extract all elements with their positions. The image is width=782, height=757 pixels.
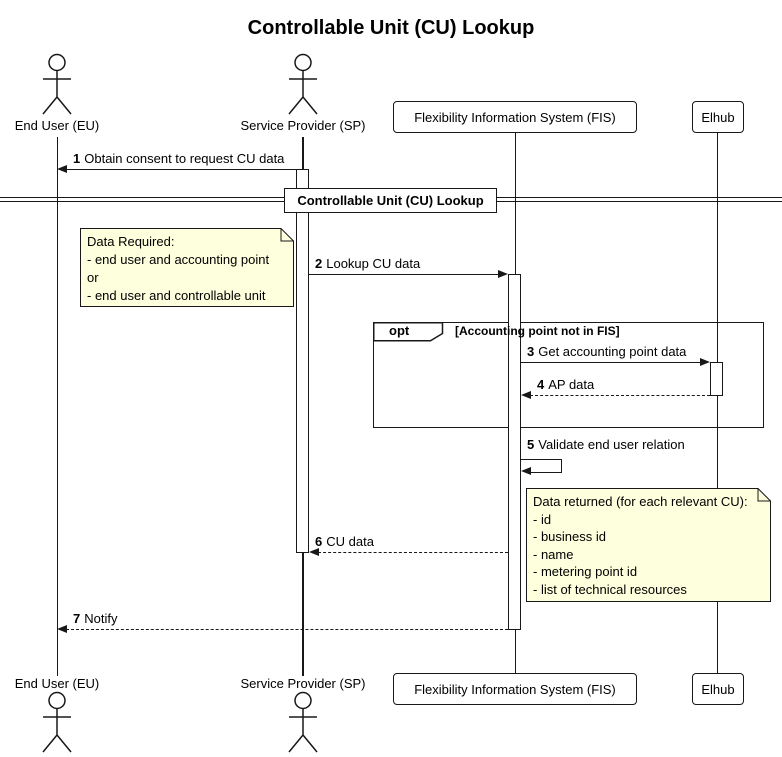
end-user-actor-icon-bottom [42, 691, 72, 753]
divider-label: Controllable Unit (CU) Lookup [297, 193, 484, 208]
message-7-arrowhead [57, 624, 67, 633]
opt-operator-label: opt [389, 323, 410, 338]
service-provider-label-bottom: Service Provider (SP) [240, 676, 366, 691]
note-data-returned-shape [526, 488, 771, 602]
diagram-title: Controllable Unit (CU) Lookup [247, 17, 535, 39]
opt-fragment-pentagon [373, 322, 444, 342]
service-provider-label-top: Service Provider (SP) [240, 118, 366, 133]
lifeline-elhub [716, 133, 718, 674]
participant-fis-label-bottom: Flexibility Information System (FIS) [414, 681, 616, 697]
divider-label-box: Controllable Unit (CU) Lookup [284, 188, 497, 213]
message-1-line [65, 169, 302, 170]
message-4-line [530, 395, 710, 396]
activation-service-provider [296, 169, 309, 553]
message-5-line-top [521, 459, 562, 460]
message-1-arrowhead [57, 164, 67, 173]
message-4-arrowhead [521, 390, 531, 399]
activation-elhub [710, 362, 723, 396]
opt-fragment [373, 322, 764, 428]
message-2-arrowhead [498, 269, 508, 278]
end-user-label-bottom: End User (EU) [14, 676, 100, 691]
participant-fis-label: Flexibility Information System (FIS) [414, 109, 616, 125]
message-2-line [309, 274, 499, 275]
participant-fis-bottom: Flexibility Information System (FIS) [393, 673, 637, 705]
service-provider-actor-icon-bottom [288, 691, 318, 753]
note-data-required: Data Required: - end user and accounting… [87, 234, 270, 303]
participant-elhub-label: Elhub [701, 109, 735, 125]
message-6-arrowhead [309, 547, 319, 556]
lifeline-end-user [56, 137, 58, 676]
note-data-returned: Data returned (for each relevant CU): - … [533, 494, 748, 597]
opt-guard-label: [Accounting point not in FIS] [455, 324, 620, 338]
activation-fis [508, 274, 521, 630]
message-3-arrowhead [700, 357, 710, 366]
message-3-line [521, 362, 701, 363]
message-7-line [66, 629, 508, 630]
end-user-actor-icon [42, 53, 72, 115]
service-provider-actor-icon [288, 53, 318, 115]
message-5-line-side [561, 459, 563, 472]
message-5-arrowhead [521, 467, 531, 475]
message-6-line [318, 552, 508, 553]
participant-elhub-label-bottom: Elhub [701, 681, 735, 697]
end-user-label-top: End User (EU) [14, 118, 100, 133]
participant-elhub-top: Elhub [692, 101, 744, 133]
note-data-required-shape [80, 228, 294, 307]
participant-elhub-bottom: Elhub [692, 673, 744, 705]
message-5-line-return [531, 471, 562, 473]
participant-fis-top: Flexibility Information System (FIS) [393, 101, 637, 133]
